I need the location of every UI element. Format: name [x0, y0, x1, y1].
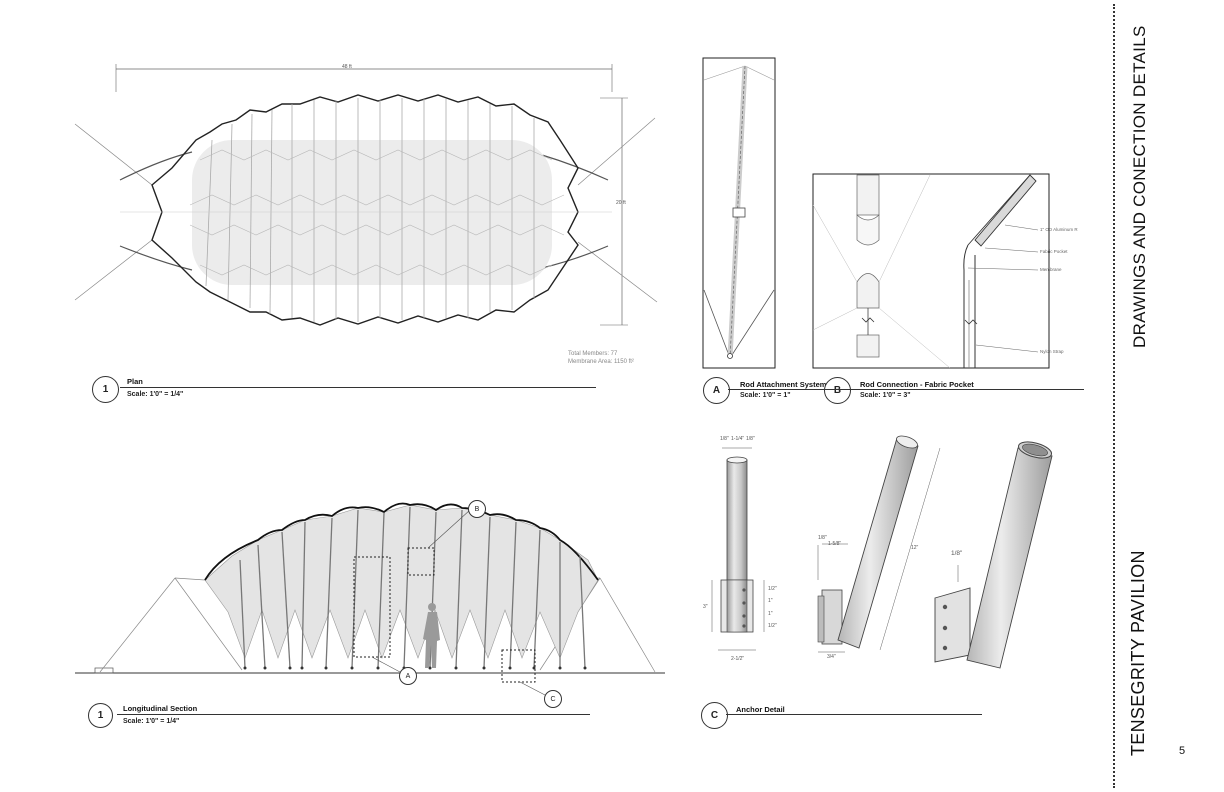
- human-figure-icon: [423, 603, 440, 668]
- anchor-dim-top-3: 1/8": [746, 436, 755, 442]
- detail-c-drawing: [711, 435, 1053, 669]
- section-marker-a: A: [399, 667, 417, 685]
- plan-title: Plan: [127, 377, 143, 386]
- detail-c-tag: C: [701, 702, 728, 729]
- callout-nylon-strap: Nylon Strap: [1040, 349, 1064, 354]
- plan-height-dimension: 20 ft: [616, 200, 626, 206]
- iso2-dim-thickness: 1/8": [951, 550, 963, 557]
- iso-dim-thickness: 1/8": [818, 535, 827, 541]
- anchor-dim-top-1: 1/8": [720, 436, 729, 442]
- section-title-rule: [117, 714, 590, 715]
- section-drawing-tag: 1: [88, 703, 113, 728]
- project-title: TENSEGRITY PAVILION: [1128, 550, 1148, 756]
- detail-a-drawing: [702, 57, 776, 369]
- detail-a-title: Rod Attachment System: [740, 380, 827, 389]
- sheet-title: DRAWINGS AND CONECTION DETAILS: [1130, 25, 1149, 348]
- anchor-dim-top-2: 1-1/4": [731, 436, 745, 442]
- callout-fabric-pocket: Fabric Pocket: [1040, 249, 1068, 254]
- anchor-dim-side-4: 1/2": [768, 623, 777, 629]
- detail-b-tag: B: [824, 377, 851, 404]
- plan-title-rule: [120, 387, 596, 388]
- detail-b-scale: Scale: 1'0" = 3": [860, 392, 911, 399]
- sheet-border-dotted: [1113, 4, 1115, 788]
- plan-width-dimension: 48 ft: [342, 64, 352, 70]
- detail-a-scale: Scale: 1'0" = 1": [740, 392, 791, 399]
- detail-c-title-rule: [726, 714, 982, 715]
- detail-c-title: Anchor Detail: [736, 705, 785, 714]
- plan-membrane-area-note: Membrane Area: 1150 ft²: [568, 359, 634, 365]
- callout-membrane: Membrane: [1040, 267, 1062, 272]
- anchor-dim-side-3: 1": [768, 611, 773, 617]
- detail-a-tag: A: [703, 377, 730, 404]
- detail-b-drawing: [812, 173, 1050, 369]
- page-number: 5: [1179, 745, 1186, 757]
- section-scale: Scale: 1'0" = 1/4": [123, 718, 180, 725]
- callout-aluminum-rod: 1" OD Aluminum R: [1040, 227, 1078, 232]
- plan-drawing: [74, 64, 658, 326]
- plan-scale: Scale: 1'0" = 1/4": [127, 391, 184, 398]
- anchor-dim-side-2: 1": [768, 598, 773, 604]
- plan-drawing-tag: 1: [92, 376, 119, 403]
- iso-dim-width: 1-5/8": [828, 541, 842, 547]
- detail-ab-title-rule: [728, 389, 1084, 390]
- anchor-dim-height: 3": [703, 604, 708, 610]
- anchor-dim-base: 2-1/2": [731, 656, 745, 662]
- section-title: Longitudinal Section: [123, 704, 198, 713]
- section-marker-c: C: [544, 690, 562, 708]
- detail-b-title: Rod Connection - Fabric Pocket: [860, 380, 974, 389]
- section-drawing: [75, 502, 665, 696]
- anchor-dim-side-1: 1/2": [768, 586, 777, 592]
- plan-total-members-note: Total Members: 77: [568, 351, 618, 357]
- iso-dim-base: 3/4": [827, 654, 836, 660]
- iso-dim-length: 12": [911, 545, 919, 551]
- section-marker-b: B: [468, 500, 486, 518]
